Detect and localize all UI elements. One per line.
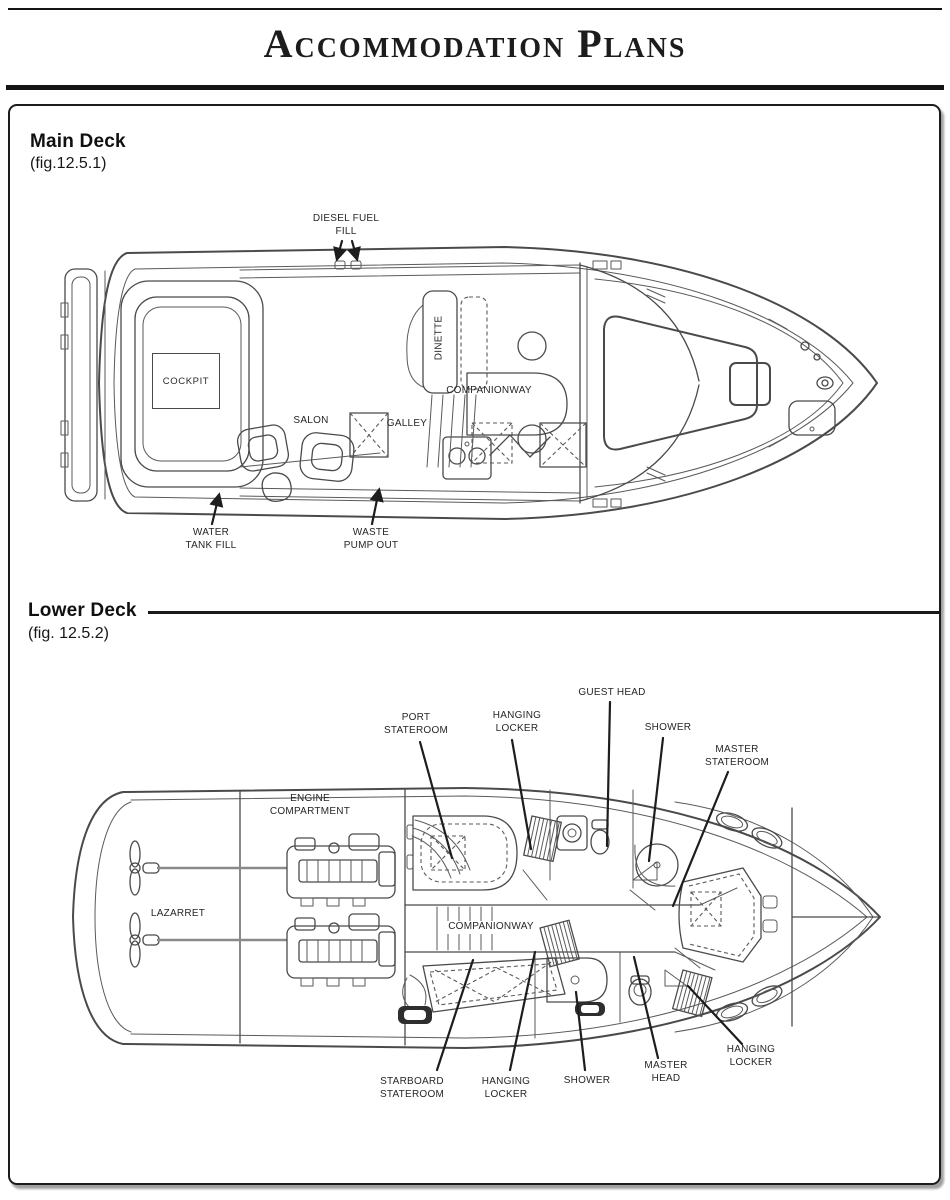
bulkheads xyxy=(239,788,634,1046)
area-label-galley: GALLEY xyxy=(386,418,428,429)
callout-water-tank-fill: WATER TANK FILL xyxy=(185,527,237,551)
lower-deck-drawing xyxy=(72,787,881,1049)
callout-port-stateroom: PORT STATEROOM xyxy=(383,712,449,736)
engine-block-port xyxy=(286,833,396,907)
callout-shower-master: SHOWER xyxy=(563,1075,611,1086)
callout-waste-pump-out: WASTE PUMP OUT xyxy=(343,527,399,551)
engine-block-starboard xyxy=(286,913,396,987)
propeller-starboard xyxy=(129,912,160,968)
callout-shower-guest: SHOWER xyxy=(644,722,692,733)
main-deck-figure-number: (fig.12.5.1) xyxy=(30,155,107,172)
callout-hanging-locker-master: HANGING LOCKER xyxy=(726,1044,776,1068)
callout-hanging-locker-port: HANGING LOCKER xyxy=(492,710,542,734)
salon-furniture xyxy=(236,424,381,502)
lower-deck-divider-rule xyxy=(148,611,939,614)
master-stateroom-bed xyxy=(678,867,778,963)
dinette-table-and-seats xyxy=(406,290,488,394)
main-deck-hull-outline xyxy=(98,246,878,520)
area-label-companionway-lower: COMPANIONWAY xyxy=(446,921,536,934)
door-swing-lines xyxy=(522,869,701,969)
hanging-locker-port-icon xyxy=(523,815,562,863)
side-deck-lines xyxy=(239,260,622,508)
callout-master-stateroom: MASTER STATEROOM xyxy=(704,744,770,768)
page-title: Accommodation Plans xyxy=(263,21,687,66)
hanging-locker-starboard-icon xyxy=(539,919,580,968)
area-label-lazarret: LAZARRET xyxy=(150,908,206,919)
bow-portlights xyxy=(715,812,783,1022)
swim-platform xyxy=(60,268,98,502)
galley-counters xyxy=(349,412,587,480)
port-stateroom-bed xyxy=(406,815,518,891)
lower-deck-heading: Lower Deck xyxy=(28,600,137,621)
callout-diesel-fuel-fill: DIESEL FUEL FILL xyxy=(312,213,380,237)
bow-fittings xyxy=(646,288,836,482)
top-rule xyxy=(8,8,942,10)
title-underline-rule xyxy=(6,85,944,90)
main-deck-heading: Main Deck xyxy=(30,131,126,152)
area-label-cockpit: COCKPIT xyxy=(152,353,220,409)
main-deck-drawing xyxy=(60,246,878,520)
area-label-engine-compartment: ENGINE COMPARTMENT xyxy=(269,793,351,817)
foredeck-sunpad xyxy=(603,315,771,451)
windshield xyxy=(579,264,700,502)
companionway-stairs-main xyxy=(426,372,568,468)
deck-hatches xyxy=(517,331,547,454)
bow-structure-lines xyxy=(791,807,879,1027)
callout-hanging-locker-starboard: HANGING LOCKER xyxy=(481,1076,531,1100)
lower-deck-figure-number: (fig. 12.5.2) xyxy=(28,625,109,642)
propeller-port xyxy=(129,840,160,896)
cockpit-seating xyxy=(120,280,264,488)
callout-guest-head: GUEST HEAD xyxy=(578,687,646,698)
area-label-salon: SALON xyxy=(293,415,329,426)
callout-starboard-stateroom: STARBOARD STATEROOM xyxy=(379,1076,445,1100)
hanging-locker-master-icon xyxy=(671,969,713,1018)
area-label-dinette: DINETTE xyxy=(433,315,445,361)
area-label-companionway-main: COMPANIONWAY xyxy=(446,385,532,396)
plans-border-box xyxy=(8,104,941,1185)
callout-master-head: MASTER HEAD xyxy=(644,1060,688,1084)
guest-head-fixtures xyxy=(556,815,658,881)
starboard-stateroom-bed xyxy=(398,957,566,1024)
